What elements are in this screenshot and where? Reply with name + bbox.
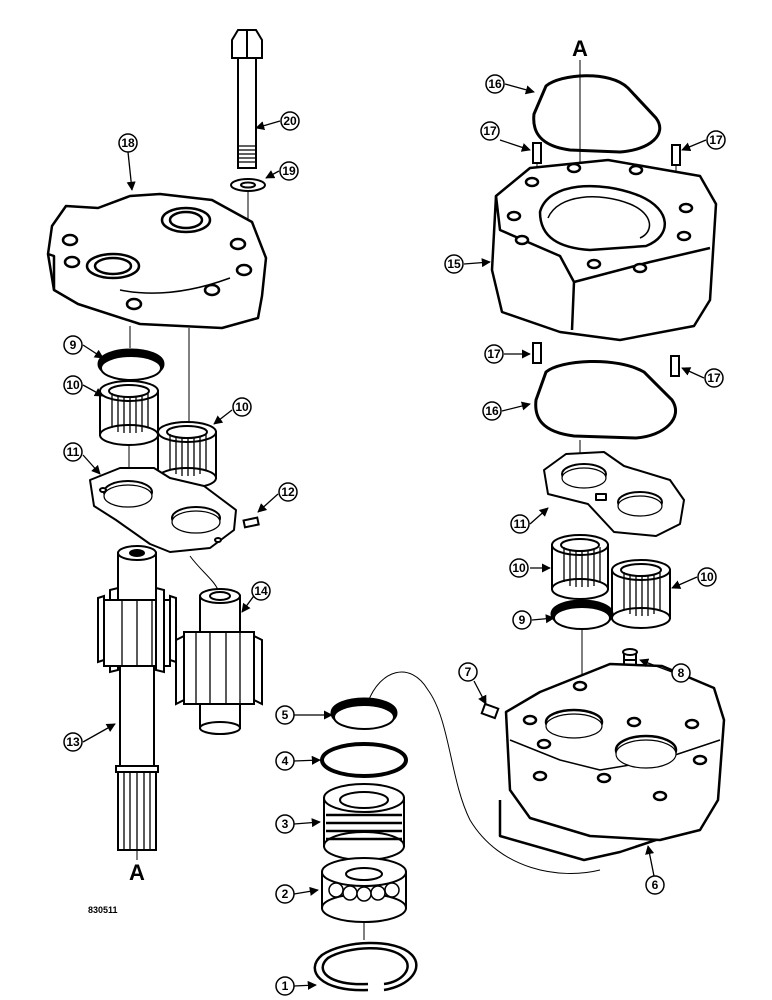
callout: 9 (512, 610, 532, 630)
outer-seal (330, 697, 398, 730)
callout: 17 (484, 344, 504, 364)
callout: 20 (280, 111, 300, 131)
ball-bearing (321, 857, 407, 923)
svg-text:10: 10 (512, 561, 526, 575)
snap-ring (313, 941, 418, 992)
svg-text:4: 4 (282, 754, 289, 768)
leader-lines (82, 83, 707, 990)
gasket (534, 359, 678, 440)
drawing-code: 830511 (88, 905, 118, 915)
svg-text:18: 18 (121, 136, 135, 150)
svg-text:9: 9 (70, 338, 77, 352)
svg-text:17: 17 (487, 347, 501, 361)
svg-text:16: 16 (485, 404, 499, 418)
bolt (231, 29, 263, 169)
callout: 16 (485, 74, 505, 94)
end-cover (46, 192, 268, 330)
callout: 6 (645, 875, 665, 895)
callout: 14 (251, 581, 271, 601)
svg-text:8: 8 (678, 666, 685, 680)
callout: 2 (275, 884, 295, 904)
svg-text:10: 10 (66, 378, 80, 392)
svg-text:1: 1 (282, 979, 289, 993)
section-marker-top: A (572, 36, 588, 61)
callout: 3 (275, 814, 295, 834)
callout: 16 (482, 401, 502, 421)
callout: 10 (697, 567, 717, 587)
callout: 8 (671, 663, 691, 683)
callout: 12 (278, 482, 298, 502)
needle-bearing (611, 559, 671, 629)
callout: 17 (480, 121, 500, 141)
callout: 17 (706, 130, 726, 150)
o-ring (320, 742, 408, 778)
callout: 10 (63, 375, 83, 395)
callout: 19 (279, 161, 299, 181)
svg-text:12: 12 (281, 485, 295, 499)
callout: 11 (63, 442, 83, 462)
wear-plate (543, 451, 685, 537)
callout: 1 (275, 976, 295, 996)
svg-text:17: 17 (707, 371, 721, 385)
dowel-pin (242, 516, 260, 529)
set-screw (480, 702, 500, 720)
svg-text:20: 20 (283, 114, 297, 128)
svg-text:11: 11 (514, 517, 527, 531)
drive-gear-shaft (97, 545, 177, 851)
svg-text:17: 17 (483, 124, 497, 138)
dowel-pin (532, 342, 680, 377)
svg-text:10: 10 (700, 570, 714, 584)
wear-plate (89, 467, 237, 553)
callout: 5 (275, 705, 295, 725)
svg-text:16: 16 (488, 77, 502, 91)
svg-text:13: 13 (66, 735, 80, 749)
svg-text:15: 15 (447, 257, 461, 271)
needle-bearing (157, 421, 217, 489)
needle-bearing (551, 534, 609, 600)
svg-text:9: 9 (519, 613, 526, 627)
svg-text:3: 3 (282, 817, 289, 831)
callout: 10 (509, 558, 529, 578)
gasket (532, 74, 662, 154)
svg-text:2: 2 (282, 887, 289, 901)
pump-body (490, 158, 718, 342)
bearing-retainer (323, 783, 405, 861)
callout: 17 (704, 368, 724, 388)
callout: 15 (444, 254, 464, 274)
section-marker-bottom: A (129, 860, 145, 885)
svg-text:11: 11 (67, 445, 80, 459)
svg-text:5: 5 (282, 708, 289, 722)
svg-text:14: 14 (254, 584, 268, 598)
driven-gear (175, 588, 263, 735)
svg-text:7: 7 (465, 665, 472, 679)
shaft-seal (550, 599, 614, 630)
needle-bearing (99, 380, 159, 446)
callout: 7 (458, 662, 478, 682)
callout: 9 (63, 335, 83, 355)
callout: 13 (63, 732, 83, 752)
mounting-flange (498, 662, 726, 862)
svg-text:6: 6 (652, 878, 659, 892)
callout: 18 (118, 133, 138, 153)
callout: 4 (275, 751, 295, 771)
svg-text:19: 19 (282, 164, 296, 178)
callout: 11 (510, 514, 530, 534)
svg-text:10: 10 (235, 400, 249, 414)
washer (230, 178, 266, 192)
shaft-seal (97, 348, 165, 381)
svg-text:17: 17 (709, 133, 723, 147)
callout: 10 (232, 397, 252, 417)
